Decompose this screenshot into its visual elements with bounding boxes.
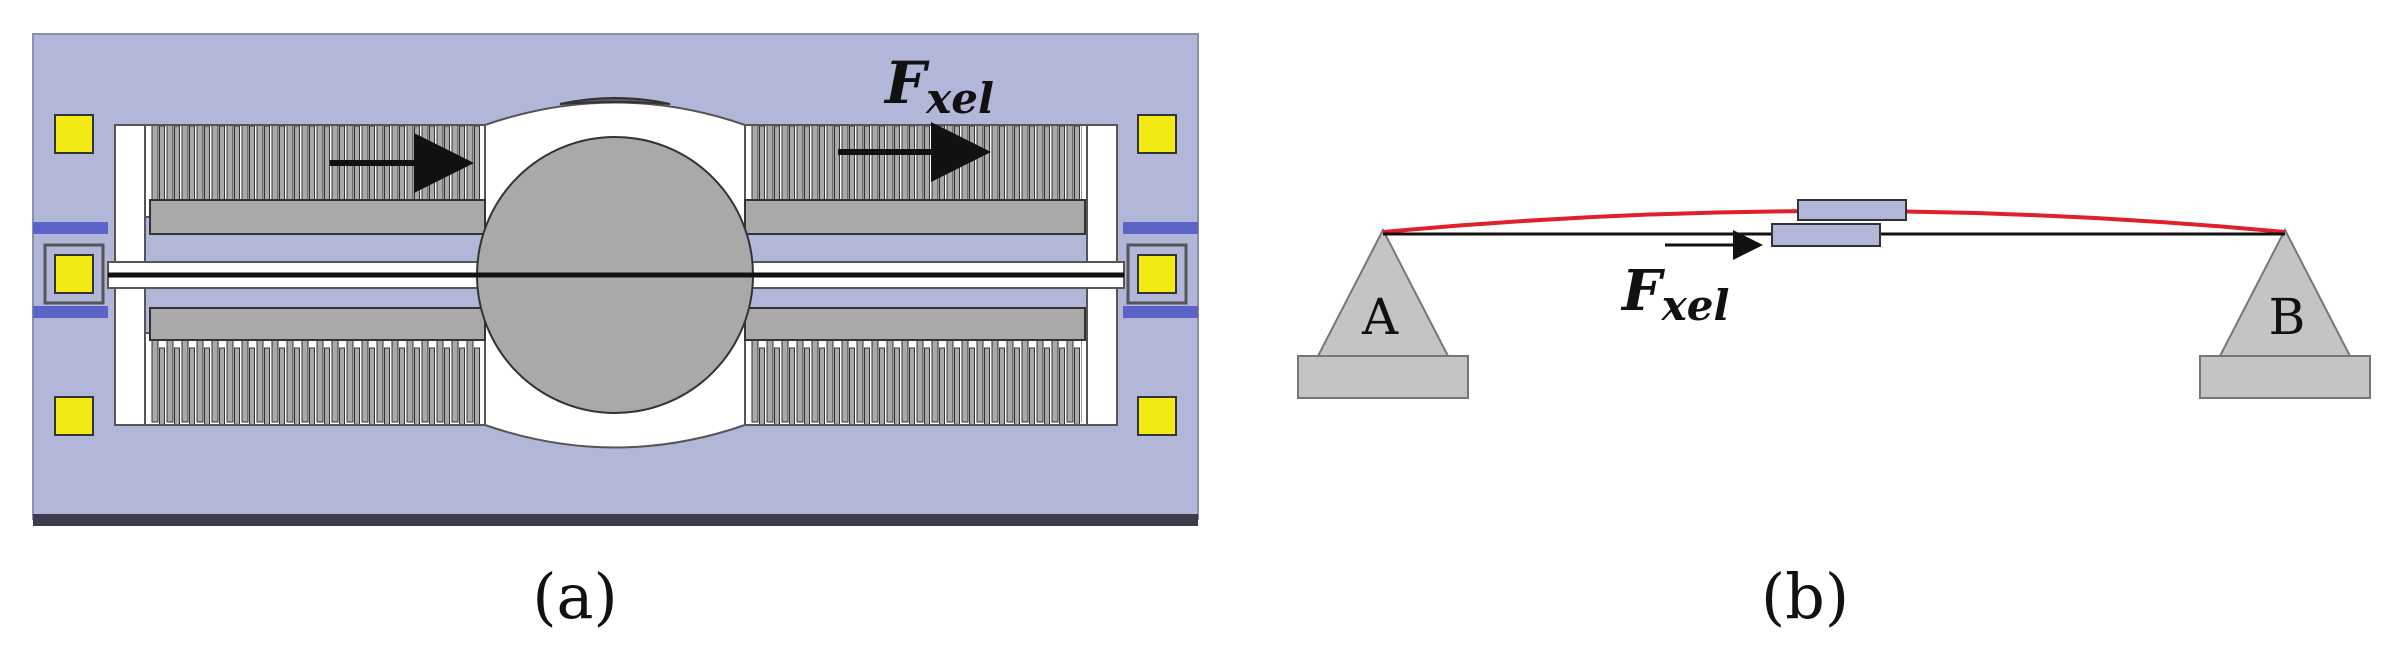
comb-drive-bottom-right (750, 336, 1082, 424)
caption-b: (b) (1761, 560, 1849, 633)
anchor-left (43, 243, 105, 305)
mass-block-displaced (1797, 199, 1907, 221)
substrate-bottom-edge (33, 514, 1198, 526)
bond-pads (54, 114, 1177, 436)
force-label-a: Fxel (883, 49, 994, 123)
cavity-top-shadow (559, 97, 671, 105)
force-subscript-b: xel (1661, 281, 1730, 330)
comb-drive-bottom-left (150, 336, 480, 424)
panel-a-mems-device: Fxel (a) (32, 33, 1199, 633)
anchor-right (1126, 243, 1188, 305)
support-triangle-left (1316, 227, 1450, 357)
support-label-b: B (2269, 288, 2306, 346)
force-symbol-a: F (883, 49, 930, 117)
support-triangle-right (2218, 227, 2352, 357)
shuttle-bars (149, 199, 1086, 341)
force-label-b: Fxel (1620, 258, 1729, 330)
support-base-right (2199, 355, 2371, 399)
panel-b-beam-model: A B Fxel (b) (1297, 199, 2371, 633)
electrode-strip-left (33, 222, 108, 234)
electrode-strip-left-lower (33, 306, 108, 318)
electrode-strip-right-lower (1123, 306, 1198, 318)
force-subscript-a: xel (925, 74, 994, 123)
caption-a: (a) (532, 560, 617, 633)
support-base-left (1297, 355, 1469, 399)
electrode-strip-right (1123, 222, 1198, 234)
support-label-a: A (1361, 288, 1399, 346)
force-symbol-b: F (1620, 258, 1666, 324)
mass-block-rest (1771, 223, 1881, 247)
